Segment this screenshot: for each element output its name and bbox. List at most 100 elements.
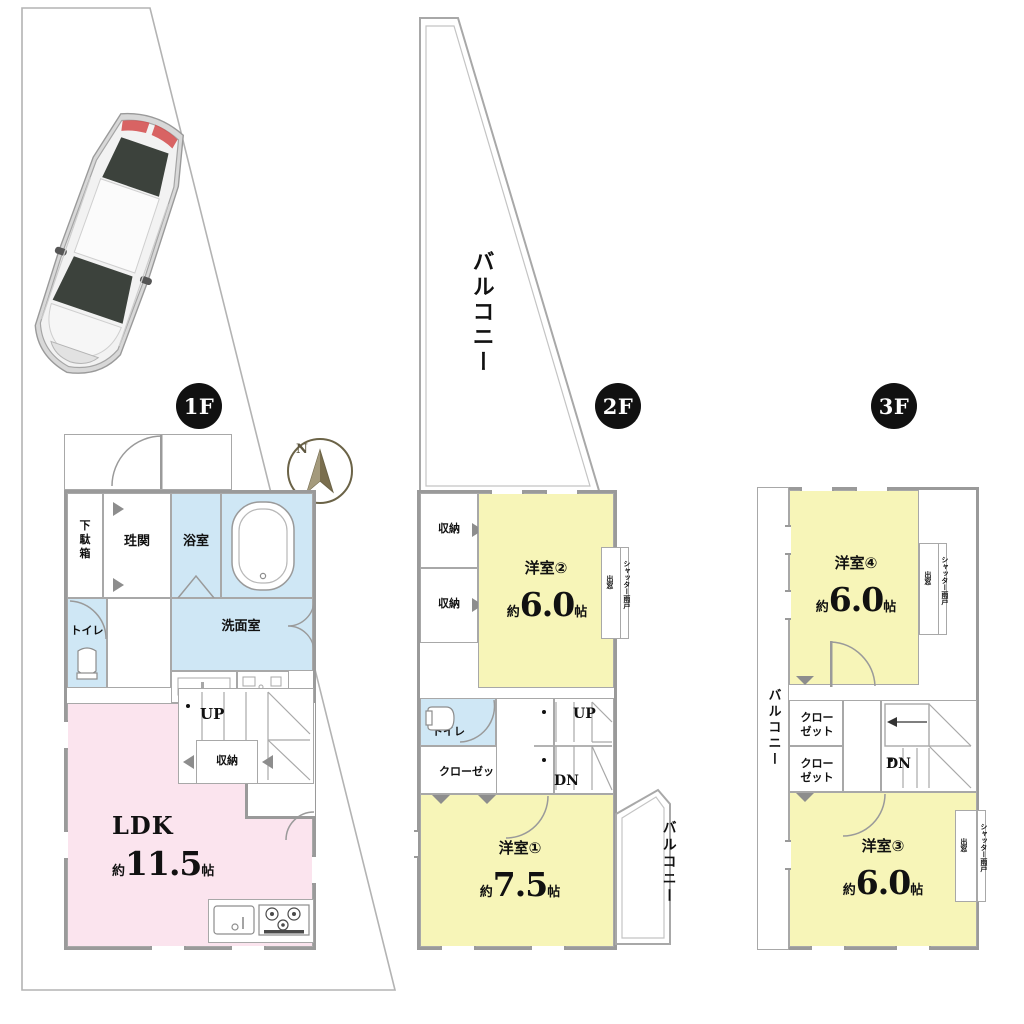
floor-badge-1f: 1F	[176, 383, 222, 429]
shutter-3f-upper	[938, 543, 947, 635]
balcony-2f-label: バルコニー	[468, 250, 494, 375]
hall-3f	[843, 700, 881, 792]
yoshitsu4-area-value: 6.0	[828, 580, 884, 619]
room-label-shuunou-2f-a: 収納	[438, 522, 460, 535]
shutter-2f	[620, 547, 629, 639]
room-yoshitsu3	[789, 792, 977, 947]
toilet-door-swing	[69, 600, 107, 640]
stairs-label-dn-3f: DN	[886, 756, 911, 772]
yoshitsu2-area-value: 6.0	[519, 585, 575, 624]
ldk-door-swing	[285, 811, 315, 841]
room-label-yoshitsu4: 洋室④	[834, 554, 878, 572]
gas-stove-icon	[258, 904, 310, 936]
parked-car-icon	[34, 112, 185, 374]
stairs-1f-steps	[186, 691, 311, 781]
room-closet-3f-b	[789, 746, 843, 792]
room-shuunou-1f	[196, 740, 258, 784]
stairs-2f-steps	[534, 701, 613, 791]
room-yoshitsu1	[420, 794, 614, 947]
yoshitsu4-area-unit: 帖	[883, 600, 897, 615]
window-tick	[810, 946, 846, 950]
yoshitsu2-area-unit: 帖	[574, 605, 588, 620]
bathtub-icon	[231, 501, 295, 591]
bath-door	[177, 574, 215, 599]
room-label-closet-3f-a: クローゼット	[800, 711, 834, 738]
toilet-bowl-icon	[76, 647, 98, 680]
yoshitsu3-area-unit: 帖	[910, 883, 924, 898]
room-closet-3f-a	[789, 700, 843, 746]
room-label-toilet-1f: トイレ	[70, 624, 104, 637]
ldk-area-group: 約11.5帖	[112, 844, 215, 883]
room-toilet-1f	[67, 598, 107, 688]
yoshitsu3-area-value: 6.0	[855, 863, 911, 902]
room-label-shuunou-2f-b: 収納	[438, 597, 460, 610]
window-tick	[312, 855, 316, 885]
shutter-label-3f-upper: シャッター雨戸	[940, 556, 949, 605]
ldk-area-unit: 帖	[201, 864, 215, 879]
stairs-label-up-1f: UP	[200, 705, 225, 723]
room-label-senmen: 洗面室	[221, 619, 261, 634]
room-label-genkan: 珄関	[123, 534, 150, 549]
window-tick	[800, 487, 834, 491]
toilet-bowl-icon-2f	[425, 706, 455, 731]
room-label-shuunou-1f: 収納	[216, 754, 238, 767]
window-tick	[785, 840, 791, 870]
room-label-yokushitsu: 浴室	[182, 534, 209, 549]
ldk-area-value: 11.5	[125, 844, 202, 883]
toilet-door-swing-2f	[459, 699, 496, 743]
room-label-yoshitsu3: 洋室③	[861, 837, 905, 855]
shutter-label-3f-lower: シャッター雨戸	[979, 823, 988, 872]
room-label-yoshitsu2: 洋室②	[524, 559, 568, 577]
entry-door-swing	[111, 435, 163, 489]
ldk-approx: 約	[112, 864, 126, 879]
window-tick	[230, 946, 266, 950]
room-label-ldk: LDK	[112, 811, 174, 840]
room-yoshitsu4	[789, 490, 919, 685]
balcony-3f-label: バルコニー	[765, 688, 781, 768]
floor-badge-3f: 3F	[871, 383, 917, 429]
window-tick	[440, 946, 476, 950]
window-tick	[545, 490, 579, 494]
yoshitsu1-area-unit: 帖	[547, 885, 561, 900]
yoshitsu1-area-value: 7.5	[492, 865, 548, 904]
stairs-3f-steps	[884, 703, 972, 789]
window-tick	[490, 490, 524, 494]
floor-badge-2f: 2F	[595, 383, 641, 429]
room-getabako	[67, 493, 103, 598]
room-shuunou-2f-a	[420, 493, 478, 568]
yoshitsu2-approx: 約	[506, 605, 520, 620]
yoshitsu3-door-swing	[842, 793, 886, 837]
stairs-label-up-2f: UP	[573, 706, 596, 722]
balcony-2f-side-label: バルコニー	[660, 820, 677, 905]
window-tick	[530, 946, 566, 950]
window-tick	[64, 830, 68, 860]
yoshitsu1-approx: 約	[479, 885, 493, 900]
room-label-yoshitsu1: 洋室①	[498, 839, 542, 857]
yoshitsu1-area-group: 約7.5帖	[458, 865, 582, 904]
site-boundary	[21, 7, 397, 991]
compass-north-label: N	[296, 442, 308, 457]
room-label-closet-2f: クローゼット	[439, 765, 505, 778]
yoshitsu2-area-group: 約6.0帖	[492, 585, 602, 624]
bay-window-label-3f-lower: 出窓	[959, 838, 968, 852]
senmen-door-swing	[287, 599, 315, 653]
entry-porch	[64, 434, 232, 490]
hall-1f	[107, 598, 171, 688]
yoshitsu1-door-swing	[505, 795, 549, 839]
balcony-2f-side	[615, 788, 671, 945]
window-tick	[855, 487, 889, 491]
bay-window-label-3f-upper: 出窓	[923, 571, 932, 585]
kitchen-sink-icon	[213, 905, 255, 935]
bay-window-label-2f: 出窓	[605, 575, 614, 589]
room-senmen	[171, 598, 313, 671]
yoshitsu4-area-group: 約6.0帖	[804, 580, 908, 619]
yoshitsu3-area-group: 約6.0帖	[823, 863, 943, 902]
room-label-closet-3f-b: クローゼット	[800, 757, 834, 784]
balcony-3f	[757, 487, 789, 950]
yoshitsu4-door-swing	[830, 641, 876, 687]
window-tick	[414, 830, 418, 858]
bay-window-3f-lower	[955, 810, 977, 902]
window-tick	[895, 946, 931, 950]
window-tick	[785, 525, 791, 555]
